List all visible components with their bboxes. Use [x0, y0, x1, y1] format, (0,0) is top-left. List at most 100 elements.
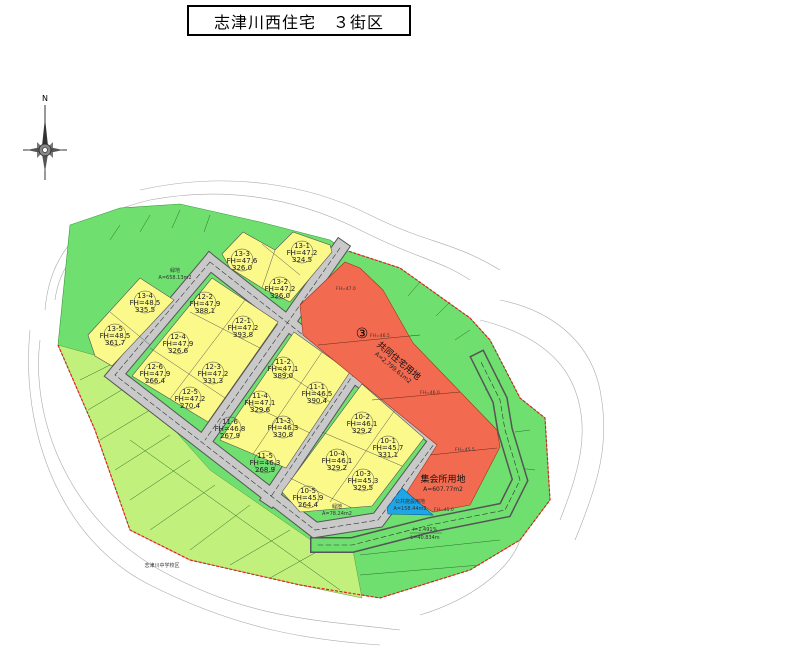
fh-label: FH=46.0 [420, 390, 440, 396]
lot-marker-circle [325, 448, 349, 472]
green-space-area-value: A=658.13m2 [158, 275, 191, 281]
lot-area-text: 361.7 [105, 339, 125, 347]
lot-fh-text: FH=47.6 [227, 257, 258, 265]
lot-area-text: 390.4 [307, 397, 328, 405]
lot-marker-circle [143, 361, 167, 385]
lot-area-text: 268.9 [255, 466, 275, 474]
lot-area-text: 266.4 [145, 377, 166, 385]
lot-marker-circle [201, 361, 225, 385]
fh-label: FH=45.5 [455, 447, 475, 453]
lot-area-text: 329.6 [250, 406, 271, 414]
lot-fh-text: FH=47.2 [198, 370, 229, 378]
lot-area-text: 264.4 [298, 501, 319, 509]
lot-marker-circle [230, 248, 254, 272]
lot-area-text: 326.0 [232, 264, 252, 272]
lot-num-text: 11-4 [252, 392, 268, 400]
block-13-north [221, 231, 333, 303]
lot-area-text: 329.5 [353, 484, 373, 492]
compass-rose-icon: N [23, 94, 67, 180]
lot-marker-circle [178, 386, 202, 410]
district-label: 志津川中学校区 [144, 562, 179, 569]
lot-num-text: 12-2 [197, 293, 213, 301]
lot-num-text: 11-2 [275, 358, 291, 366]
meeting-hall-site-label: 集会所用地 [420, 473, 465, 485]
lot-num-text: 13-1 [294, 242, 310, 250]
lot-num-text: 10-3 [355, 470, 371, 478]
lot-area-text: 326.6 [168, 347, 189, 355]
lot-num-text: 13-5 [107, 325, 123, 333]
lot-area-text: 393.8 [233, 331, 253, 339]
lot-marker-circle [268, 276, 292, 300]
lot-fh-text: FH=47.2 [265, 285, 296, 293]
lot-area-text: 331.1 [378, 451, 398, 459]
fh-contour-lines [317, 334, 498, 456]
fh-label: FH=46.5 [370, 333, 390, 339]
north-label: N [42, 94, 48, 103]
lot-marker-circle [193, 291, 217, 315]
public-facility-area [386, 487, 434, 516]
lot-marker-circle [305, 381, 329, 405]
fh-label: FH=47.0 [336, 286, 356, 292]
lot-area-text: 329.2 [352, 427, 372, 435]
lot-fh-text: FH=47.2 [228, 324, 259, 332]
site-boundary-line [57, 249, 551, 599]
lot-fh-text: FH=47.2 [175, 395, 206, 403]
lot-area-text: 326.0 [270, 292, 290, 300]
fh-label: FH=45.0 [434, 507, 454, 513]
lot-fh-text: FH=47.2 [287, 249, 318, 257]
terrain-contours [28, 180, 605, 646]
lot-area-text: 388.1 [195, 307, 215, 315]
lot-num-text: 12-3 [205, 363, 221, 371]
residential-lot-blocks [87, 231, 425, 513]
block-10 [281, 383, 425, 513]
lot-fh-text: FH=47.9 [190, 300, 221, 308]
lot-num-text: 10-2 [354, 413, 370, 421]
lot-marker-circle [271, 356, 295, 380]
lot-num-text: 13-4 [137, 292, 153, 300]
lot-marker-circle [103, 323, 127, 347]
green-space-small-label: 緑地 [332, 503, 342, 510]
lot-num-text: 12-4 [170, 333, 186, 341]
green-space-small-area: A=78.24m2 [322, 511, 352, 517]
lot-marker-circle [253, 450, 277, 474]
lot-num-text: 11-6 [222, 418, 238, 426]
lot-marker-circle [376, 435, 400, 459]
lot-marker-circle [350, 411, 374, 435]
road-length-label: L=40.834m [410, 535, 439, 541]
lot-area-text: 330.8 [273, 431, 293, 439]
lot-marker-circle [296, 485, 320, 509]
lot-fh-text: FH=46.5 [302, 390, 333, 398]
lot-fh-text: FH=46.1 [322, 457, 353, 465]
lot-fh-text: FH=47.1 [245, 399, 276, 407]
lot-area-text: 270.4 [180, 402, 201, 410]
district-number-marker: ③ [356, 326, 369, 342]
lot-fh-text: FH=46.3 [268, 424, 299, 432]
lot-marker-circle [351, 468, 375, 492]
lot-fh-text: FH=46.3 [250, 459, 281, 467]
lot-fh-text: FH=45.3 [348, 477, 379, 485]
lot-fh-text: FH=46.8 [215, 425, 246, 433]
lot-area-text: 331.3 [203, 377, 223, 385]
lot-marker-circle [271, 415, 295, 439]
lot-num-text: 11-1 [309, 383, 325, 391]
lot-num-text: 11-5 [257, 452, 273, 460]
lot-fh-text: FH=47.9 [163, 340, 194, 348]
apartment-site-area [299, 261, 501, 513]
lot-num-text: 12-5 [182, 388, 198, 396]
lot-area-text: 335.5 [135, 306, 155, 314]
